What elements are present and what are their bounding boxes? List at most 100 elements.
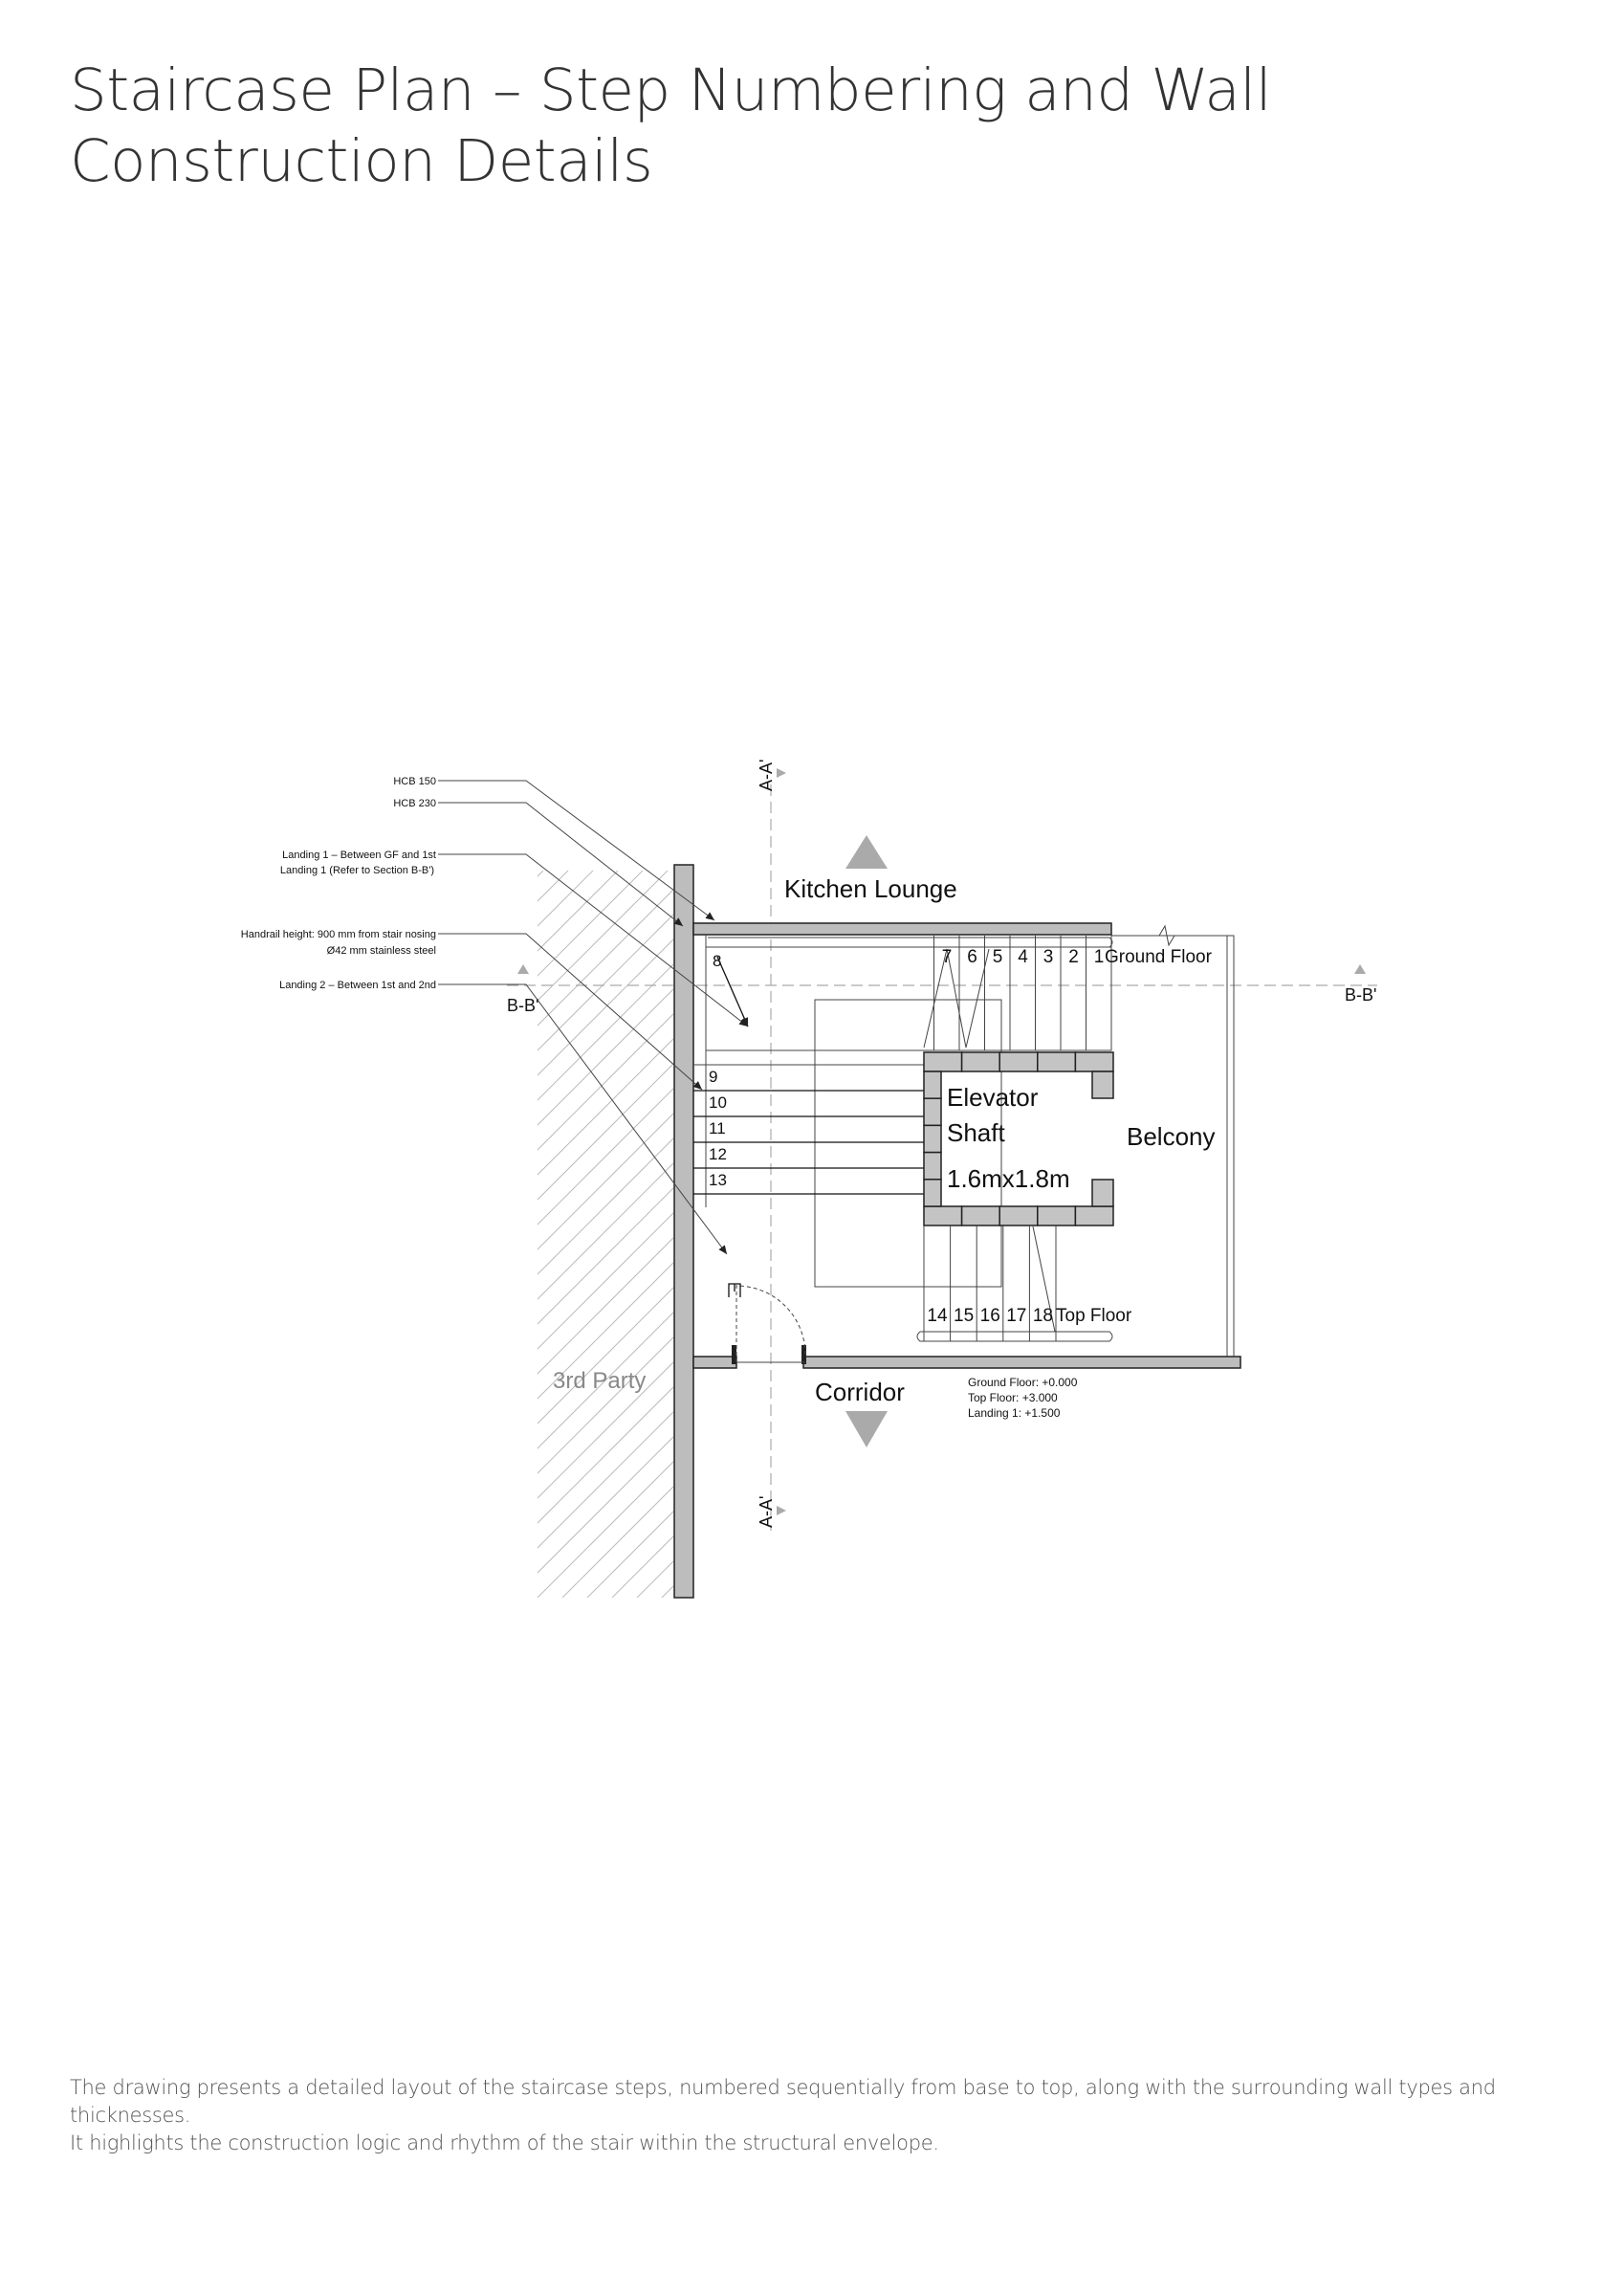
hatch-line <box>1284 871 1624 1598</box>
hatch-line <box>1159 871 1624 1598</box>
hatch-line <box>811 871 1538 1598</box>
caption-line-1: The drawing presents a detailed layout o… <box>70 2076 1496 2127</box>
hatch-line <box>538 871 544 877</box>
hatch-line <box>960 871 1624 1598</box>
hatch-line <box>761 871 1488 1598</box>
hatch-line <box>1383 871 1624 1598</box>
section-aa-bottom-label: A-A' <box>757 1496 776 1528</box>
note-hcb150: HCB 150 <box>393 776 436 787</box>
hatch-line <box>1060 871 1624 1598</box>
note-landing1-a: Landing 1 – Between GF and 1st <box>282 850 436 861</box>
hatch-line <box>736 871 1463 1598</box>
hatch-line <box>538 1312 673 1449</box>
wall-block <box>923 1124 942 1154</box>
hatch-line <box>611 1535 673 1598</box>
door-handle-symbol <box>728 1283 741 1297</box>
top-floor-label: Top Floor <box>1056 1306 1132 1326</box>
wall-block <box>999 1051 1039 1072</box>
step-number: 8 <box>713 952 721 970</box>
wall-block <box>923 1051 963 1072</box>
step-number: 4 <box>1018 947 1028 967</box>
stairwell-void <box>814 999 1002 1288</box>
leader-hcb230 <box>438 802 684 927</box>
hatch-line <box>1259 871 1624 1598</box>
hatch-line <box>0 871 319 1598</box>
note-landing2: Landing 2 – Between 1st and 2nd <box>279 980 436 991</box>
section-aa-bottom-marker <box>777 1506 786 1515</box>
hatch-line <box>0 871 270 1598</box>
ground-floor-label: Ground Floor <box>1105 947 1213 967</box>
step-number: 12 <box>709 1145 727 1163</box>
hatch-line <box>1532 871 1624 1598</box>
elevator-shaft-walls <box>923 1051 1114 1226</box>
hatch-line <box>1308 871 1624 1598</box>
hatch-line <box>1184 871 1624 1598</box>
section-aa-top-label: A-A' <box>757 760 776 791</box>
hatch-line <box>786 871 1513 1598</box>
walking-line-3 <box>1032 1225 1056 1333</box>
hatch-line <box>712 871 1438 1598</box>
wall-block <box>923 1097 942 1127</box>
hatch-line <box>0 871 295 1598</box>
hatch-line <box>538 1038 673 1176</box>
walking-arrow-1 <box>716 956 749 1027</box>
step-number: 17 <box>1006 1306 1026 1326</box>
hatch-line <box>1458 871 1624 1598</box>
corridor-direction-arrow <box>845 1411 888 1447</box>
page-title: Staircase Plan – Step Numbering and Wall… <box>70 56 1272 195</box>
step-number: 11 <box>709 1119 726 1137</box>
caption: The drawing presents a detailed layout o… <box>70 2074 1600 2157</box>
hatch-line <box>1085 871 1624 1598</box>
north-wall <box>692 922 1112 936</box>
step-number: 7 <box>942 947 953 967</box>
hatch-line <box>1507 871 1624 1598</box>
hatch-line <box>1010 871 1624 1598</box>
wall-block <box>960 1205 1000 1226</box>
caption-line-2: It highlights the construction logic and… <box>70 2131 939 2154</box>
hatch-line <box>538 1361 673 1499</box>
leader-handrail <box>438 933 703 1091</box>
hatch-line <box>538 1386 673 1524</box>
leader-landing1 <box>438 853 749 1027</box>
hatch-line <box>1607 871 1624 1598</box>
hatch-line <box>538 1411 673 1549</box>
wall-block <box>1037 1051 1077 1072</box>
hatch-line <box>538 1113 673 1250</box>
note-landing1-b: Landing 1 (Refer to Section B-B') <box>280 865 434 876</box>
section-bb-right-marker <box>1354 964 1366 974</box>
wall-block <box>1091 1071 1114 1099</box>
hatch-line <box>538 1212 673 1350</box>
step-number: 18 <box>1033 1306 1053 1326</box>
hatch-line <box>538 1336 673 1474</box>
wall-block <box>1091 1179 1114 1207</box>
level-top: Top Floor: +3.000 <box>968 1391 1058 1404</box>
section-bb-right-label: B-B' <box>1345 985 1376 1004</box>
hatch-line <box>1035 871 1624 1598</box>
ground-floor-handrail <box>708 937 1113 948</box>
wall-block <box>923 1071 942 1099</box>
wall-block <box>923 1179 942 1207</box>
wall-break-symbol <box>1111 924 1234 947</box>
elevator-label-line1: Elevator <box>947 1083 1039 1112</box>
hatch-line <box>538 1137 673 1275</box>
level-landing: Landing 1: +1.500 <box>968 1406 1061 1420</box>
hatch-line <box>1109 871 1624 1598</box>
wall-block <box>999 1205 1039 1226</box>
door-swing <box>735 1285 806 1362</box>
wall-block <box>960 1051 1000 1072</box>
door-frame-left <box>732 1345 736 1364</box>
hatch-line <box>1408 871 1624 1598</box>
hatch-line <box>911 871 1624 1598</box>
hatch-line <box>1482 871 1624 1598</box>
note-handrail-b: Ø42 mm stainless steel <box>327 945 436 957</box>
hatch-line <box>538 938 673 1076</box>
step-number: 2 <box>1068 947 1079 967</box>
section-bb-left-label: B-B' <box>507 996 538 1015</box>
hatch-line <box>935 871 1624 1598</box>
step-number: 3 <box>1043 947 1054 967</box>
hatch-line <box>538 963 673 1101</box>
hatch-line <box>985 871 1624 1598</box>
party-wall <box>673 864 694 1599</box>
hatch-line <box>886 871 1613 1598</box>
